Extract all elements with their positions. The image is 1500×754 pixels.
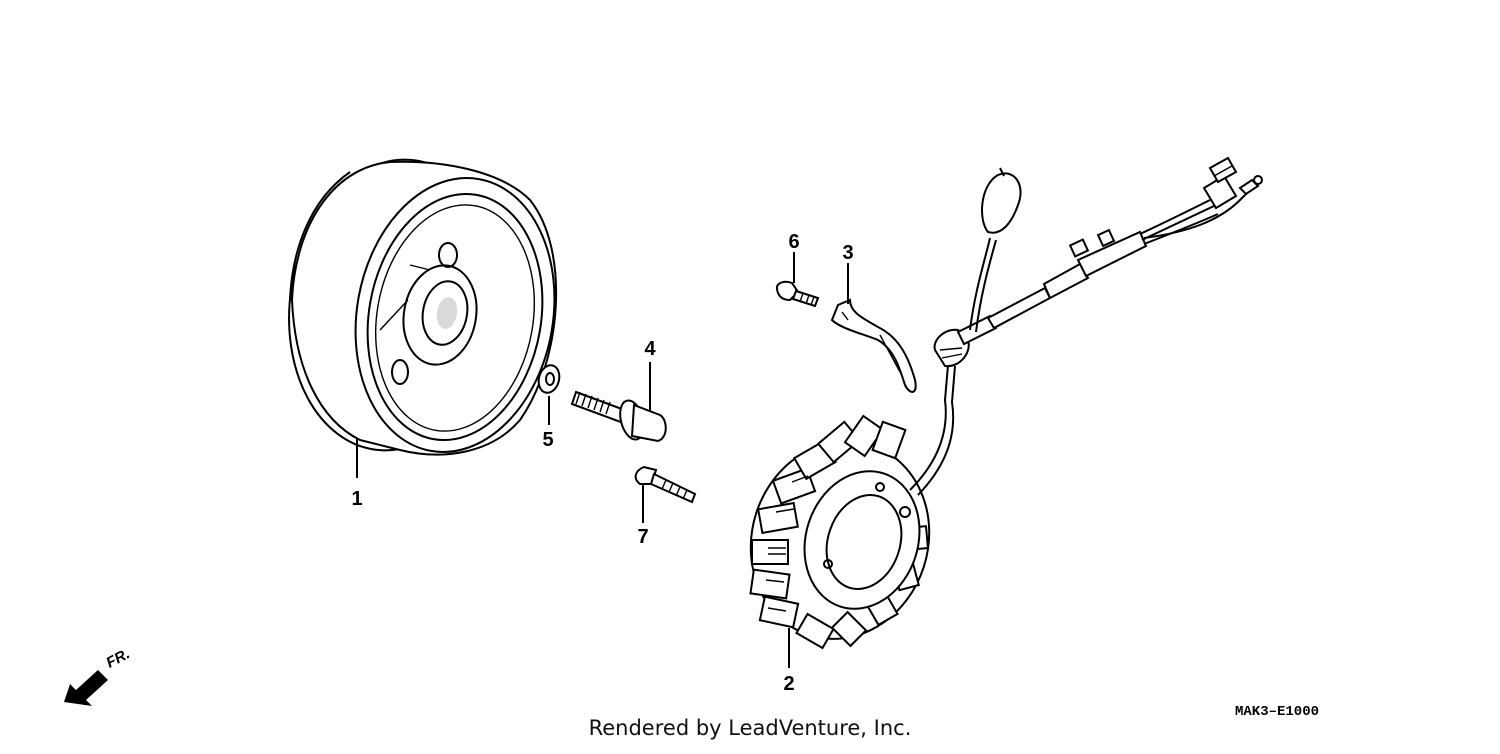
flange-bolt-part bbox=[570, 362, 667, 443]
callout-4: 4 bbox=[644, 338, 656, 360]
wire-harness-part bbox=[909, 156, 1263, 496]
clamp-part bbox=[830, 263, 917, 393]
flywheel-part bbox=[288, 158, 558, 478]
callout-5: 5 bbox=[542, 429, 554, 451]
small-bolt-part bbox=[775, 252, 820, 308]
stator-part bbox=[749, 414, 931, 668]
washer-part bbox=[537, 364, 561, 425]
callout-1: 1 bbox=[351, 488, 363, 510]
drawing-code: MAK3–E1000 bbox=[1235, 704, 1320, 720]
bolt-part bbox=[634, 465, 697, 523]
callout-2: 2 bbox=[783, 673, 795, 695]
callout-3: 3 bbox=[842, 242, 854, 264]
callout-6: 6 bbox=[788, 231, 800, 253]
front-direction-arrow-icon bbox=[64, 670, 108, 706]
render-credit: Rendered by LeadVenture, Inc. bbox=[588, 716, 912, 740]
callout-7: 7 bbox=[637, 526, 649, 548]
